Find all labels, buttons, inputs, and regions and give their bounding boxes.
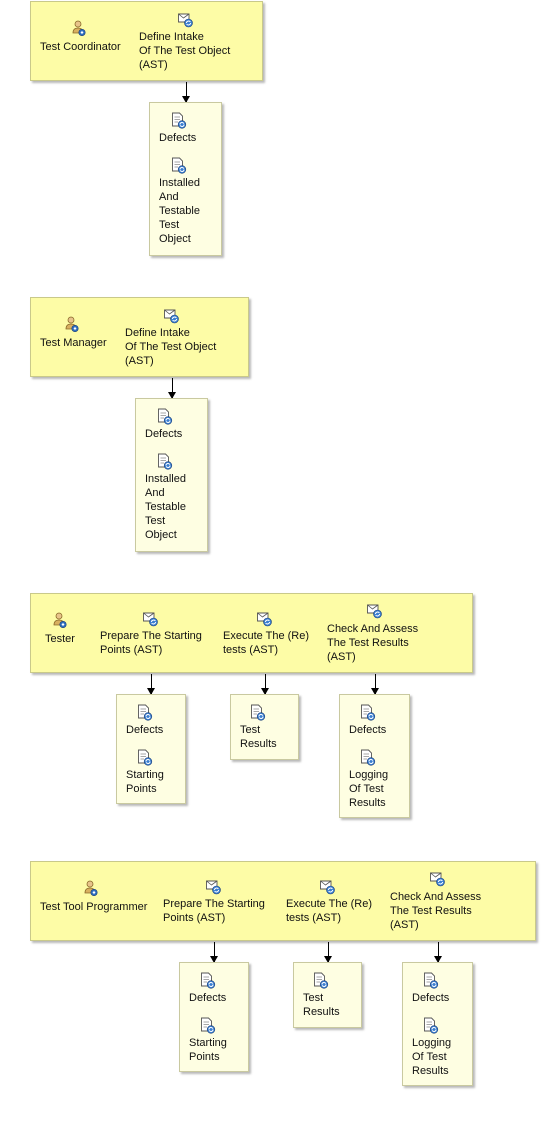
- task-icon: [163, 307, 180, 324]
- artifact-document-icon: [359, 749, 376, 766]
- output-arrow: [147, 674, 155, 695]
- role-person-icon: [63, 316, 80, 333]
- role-lane-tester[interactable]: [30, 593, 473, 673]
- role-lane-test-manager[interactable]: [30, 297, 249, 377]
- role-lane-test-tool-programmer[interactable]: [30, 861, 536, 941]
- output-artifact-group[interactable]: [116, 694, 186, 804]
- role-person-icon: [70, 20, 87, 37]
- artifact-label-defects: Defects: [159, 132, 197, 144]
- artifact-document-icon: [312, 972, 329, 989]
- artifact-document-icon: [422, 1017, 439, 1034]
- task-label[interactable]: Execute The (Re) tests (AST): [223, 630, 310, 656]
- output-artifact-group[interactable]: [179, 962, 249, 1072]
- task-label[interactable]: Define Intake Of The Test Object (AST): [139, 31, 231, 71]
- output-arrow: [168, 378, 176, 399]
- artifact-document-icon: [199, 1017, 216, 1034]
- artifact-label-test-object: Installed And Testable Test Object: [145, 473, 186, 541]
- output-arrow: [182, 82, 190, 103]
- role-label: Test Manager: [40, 337, 107, 349]
- task-icon: [256, 610, 273, 627]
- artifact-label-logging: Logging Of Test Results: [349, 769, 389, 809]
- artifact-label-logging: Logging Of Test Results: [412, 1037, 452, 1077]
- artifact-document-icon: [422, 972, 439, 989]
- task-label[interactable]: Execute The (Re) tests (AST): [286, 898, 373, 924]
- output-artifact-group[interactable]: [230, 694, 299, 760]
- artifact-document-icon: [156, 408, 173, 425]
- task-icon: [142, 610, 159, 627]
- role-label: Tester: [45, 633, 75, 645]
- output-arrow: [261, 674, 269, 695]
- task-icon: [177, 11, 194, 28]
- artifact-document-icon: [136, 749, 153, 766]
- output-arrow: [371, 674, 379, 695]
- artifact-document-icon: [156, 453, 173, 470]
- artifact-label-test-results: Test Results: [303, 992, 340, 1018]
- task-icon: [429, 870, 446, 887]
- artifact-document-icon: [170, 112, 187, 129]
- artifact-document-icon: [249, 704, 266, 721]
- task-label[interactable]: Prepare The Starting Points (AST): [163, 898, 265, 924]
- artifact-label-starting-points: Starting Points: [126, 769, 164, 795]
- role-label: Test Coordinator: [40, 41, 121, 53]
- artifact-label-defects: Defects: [349, 724, 387, 736]
- output-arrow: [210, 942, 218, 963]
- task-label[interactable]: Check And Assess The Test Results (AST): [327, 623, 419, 663]
- output-artifact-group[interactable]: [293, 962, 362, 1028]
- task-icon: [319, 878, 336, 895]
- artifact-label-defects: Defects: [145, 428, 183, 440]
- role-label: Test Tool Programmer: [40, 901, 148, 913]
- task-label[interactable]: Check And Assess The Test Results (AST): [390, 891, 482, 931]
- artifact-label-defects: Defects: [189, 992, 227, 1004]
- artifact-document-icon: [199, 972, 216, 989]
- task-icon: [205, 878, 222, 895]
- output-artifact-group[interactable]: [135, 398, 208, 552]
- artifact-document-icon: [359, 704, 376, 721]
- artifact-label-starting-points: Starting Points: [189, 1037, 227, 1063]
- output-arrow: [324, 942, 332, 963]
- role-lane-test-coordinator[interactable]: [30, 1, 263, 81]
- output-arrow: [434, 942, 442, 963]
- task-icon: [366, 602, 383, 619]
- artifact-document-icon: [170, 157, 187, 174]
- task-label[interactable]: Prepare The Starting Points (AST): [100, 630, 202, 656]
- artifact-label-test-results: Test Results: [240, 724, 277, 750]
- role-person-icon: [51, 612, 68, 629]
- artifact-label-defects: Defects: [412, 992, 450, 1004]
- output-artifact-group[interactable]: [149, 102, 222, 256]
- artifact-label-defects: Defects: [126, 724, 164, 736]
- role-person-icon: [82, 880, 99, 897]
- artifact-document-icon: [136, 704, 153, 721]
- task-label[interactable]: Define Intake Of The Test Object (AST): [125, 327, 217, 367]
- artifact-label-test-object: Installed And Testable Test Object: [159, 177, 200, 245]
